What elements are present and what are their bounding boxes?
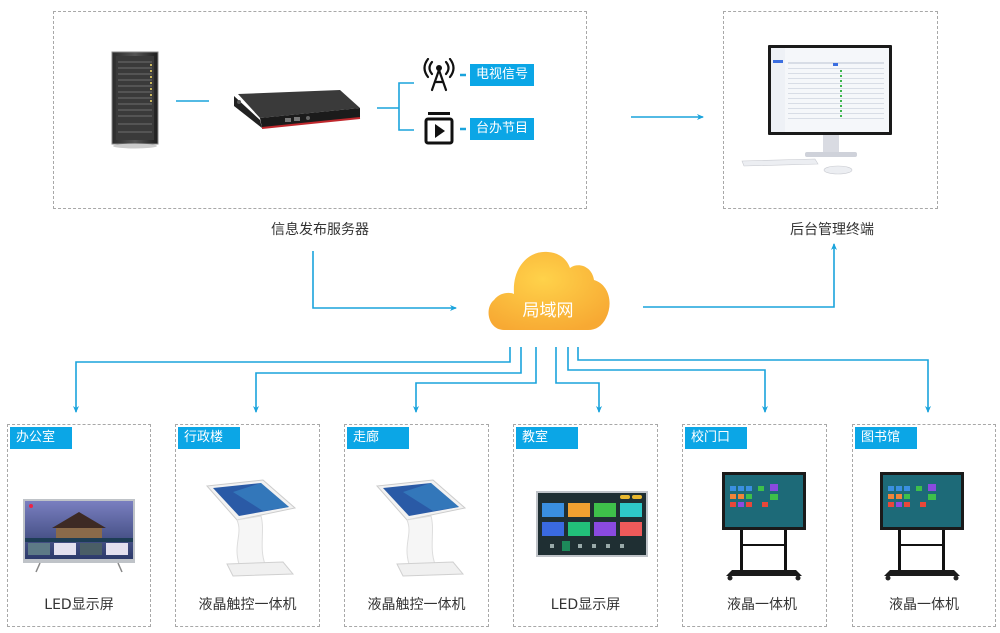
arrow-to-admin-building (253, 347, 522, 413)
arrow-server-to-network (312, 251, 457, 311)
device-label: LED显示屏 (550, 597, 621, 613)
source-tag-tv-signal: 电视信号 (470, 64, 535, 86)
touch-kiosk-icon (203, 478, 297, 580)
location-tag: 图书馆 (855, 427, 917, 449)
endpoint-box (682, 424, 827, 627)
touch-kiosk-icon (373, 478, 467, 580)
source-tag-programs: 台办节目 (470, 118, 535, 140)
device-label: 液晶一体机 (727, 597, 797, 613)
device-label: 液晶触控一体机 (198, 597, 297, 613)
location-tag: 校门口 (685, 427, 747, 449)
server-rack-icon (108, 50, 164, 150)
desktop-monitor-icon (740, 42, 900, 176)
interactive-display-cart-icon (880, 472, 964, 582)
play-media-icon (424, 111, 454, 145)
endpoint-box (7, 424, 151, 627)
arrow-to-school-gate (567, 347, 768, 413)
location-tag: 走廊 (347, 427, 409, 449)
location-tag: 办公室 (10, 427, 72, 449)
server-group-caption: 信息发布服务器 (271, 222, 369, 238)
mini-pc-icon (230, 88, 366, 130)
server-group-box (53, 11, 587, 209)
arrow-to-classroom (555, 347, 602, 413)
endpoint-box (852, 424, 996, 627)
admin-terminal-box (723, 11, 938, 209)
led-dashboard-icon (536, 491, 648, 557)
interactive-display-cart-icon (722, 472, 806, 582)
arrow-to-library (577, 347, 931, 413)
cloud-icon (482, 246, 614, 332)
endpoint-box (175, 424, 320, 627)
arrow-to-corridor (413, 347, 537, 413)
arrow-network-to-admin (643, 243, 837, 308)
arrow-to-office (73, 347, 511, 413)
location-tag: 教室 (516, 427, 578, 449)
device-label: 液晶触控一体机 (367, 597, 466, 613)
endpoint-box (344, 424, 489, 627)
endpoint-box (513, 424, 658, 627)
location-tag: 行政楼 (178, 427, 240, 449)
led-tv-icon (22, 498, 136, 574)
device-label: LED显示屏 (44, 597, 114, 613)
device-label: 液晶一体机 (889, 597, 959, 613)
antenna-icon (421, 57, 457, 92)
admin-terminal-caption: 后台管理终端 (790, 222, 874, 238)
network-label: 局域网 (522, 301, 574, 321)
